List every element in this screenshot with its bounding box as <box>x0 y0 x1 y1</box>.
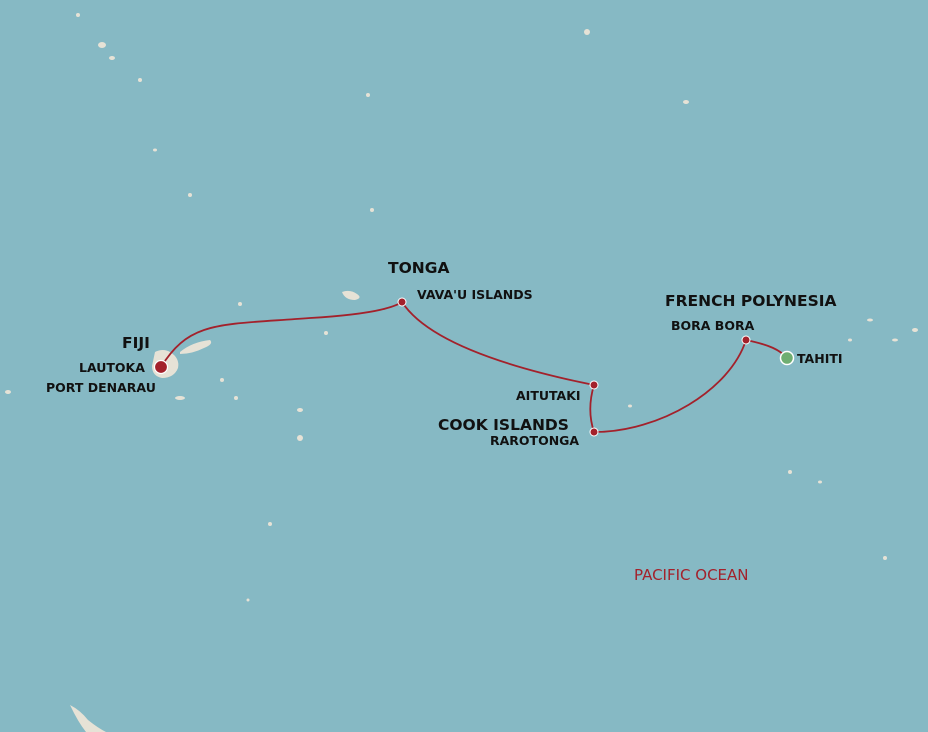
port-marker-tahiti[interactable] <box>779 350 795 366</box>
port-label-vavau: VAVA'U ISLANDS <box>417 287 533 302</box>
region-label-tonga: TONGA <box>388 259 449 277</box>
port-marker-rarotonga[interactable] <box>589 427 599 437</box>
region-label-fiji: FIJI <box>122 334 150 352</box>
port-label-aitutaki: AITUTAKI <box>516 388 581 403</box>
port-label-rarotonga: RAROTONGA <box>490 433 579 448</box>
port-label-tahiti: TAHITI <box>797 351 843 366</box>
port-markers[interactable] <box>153 297 795 437</box>
labels: FIJI TONGA COOK ISLANDS FRENCH POLYNESIA… <box>46 259 843 584</box>
region-label-cook-islands: COOK ISLANDS <box>438 416 569 434</box>
port-label-lautoka: LAUTOKA <box>79 360 145 375</box>
port-marker-bora-bora[interactable] <box>741 335 751 345</box>
port-marker-lautoka[interactable] <box>153 359 169 375</box>
port-label-port-denarau: PORT DENARAU <box>46 380 156 395</box>
port-marker-vavau[interactable] <box>397 297 407 307</box>
ocean-label: PACIFIC OCEAN <box>634 566 749 584</box>
region-label-french-polynesia: FRENCH POLYNESIA <box>665 292 837 310</box>
port-marker-aitutaki[interactable] <box>589 380 599 390</box>
port-label-bora-bora: BORA BORA <box>671 318 755 333</box>
